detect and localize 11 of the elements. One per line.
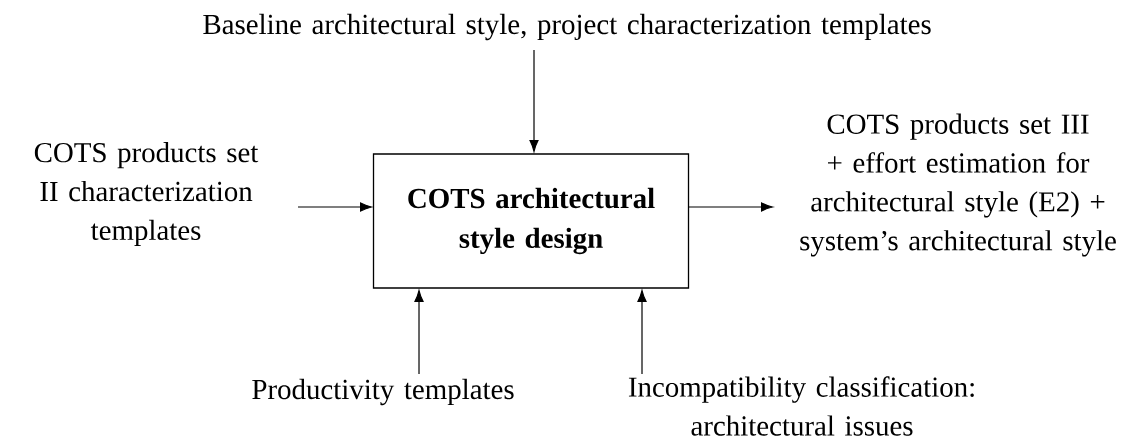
arrow — [529, 49, 539, 152]
arrow — [414, 289, 424, 375]
arrow — [637, 289, 647, 375]
output-label: COTS products set III + effort estimation for architectural style (E2) + system’s architectural style — [800, 113, 1116, 257]
arrow — [688, 202, 773, 212]
mechanism-label: Productivity templates — [252, 378, 514, 406]
arrow — [297, 202, 373, 212]
input-label: Baseline architectural style, project characterization templates — [203, 13, 931, 41]
mechanism-label: Incompatibility classification: architectural issues — [628, 376, 974, 436]
process-box: COTS architectural style design — [372, 153, 690, 289]
input-label: COTS products set II characterization templates — [34, 142, 259, 246]
